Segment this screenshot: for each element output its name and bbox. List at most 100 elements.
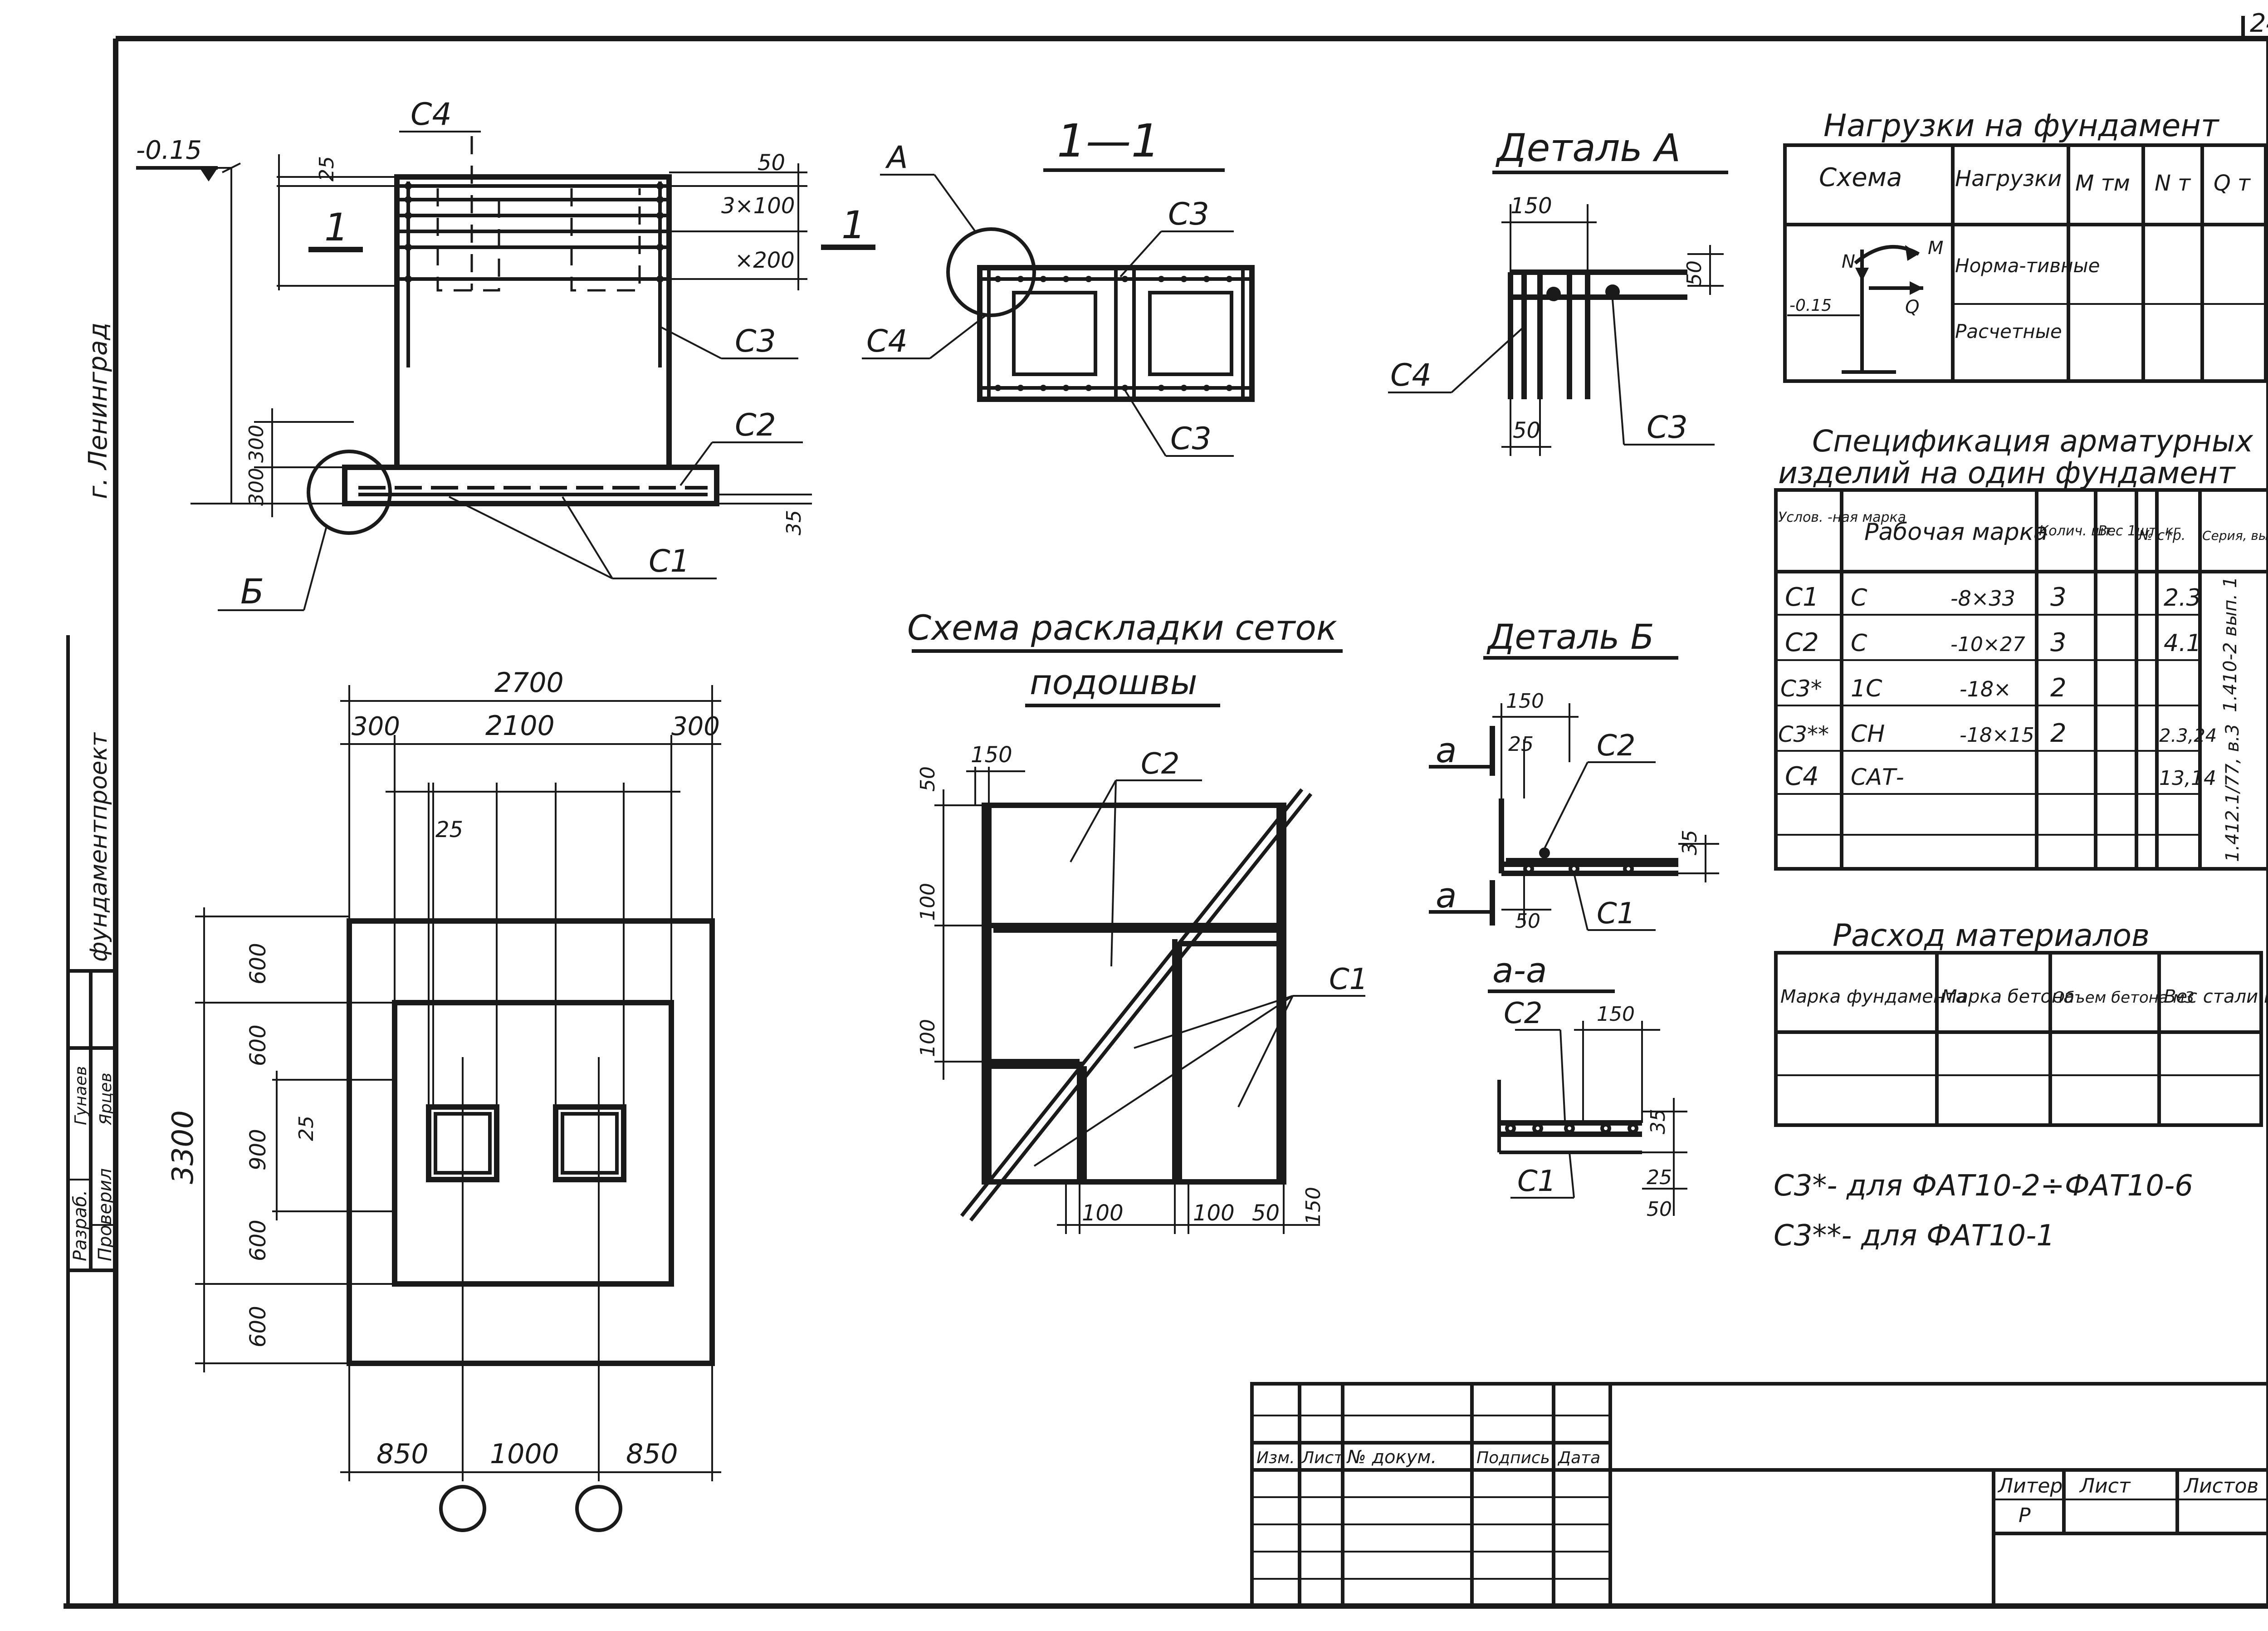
material-header-volume: Объем бетона м3 [2053,989,2195,1007]
detail-a-label-c4: С4 [1390,358,1432,393]
section-a-a-dim-35: 35 [1647,1109,1670,1134]
plan-dim-25-left: 25 [295,1116,318,1141]
spec-row-4-work: СН [1851,720,1885,748]
loads-table: Нагрузки на фундамент Схема Нагрузки М т… [1783,108,2268,383]
cut-label-right: 1 [841,203,865,247]
note-1: С3*- для ФАТ10-2÷ФАТ10-6 [1774,1169,2193,1203]
detail-b-label-c2: С2 [1597,729,1635,763]
label-b: Б [240,571,264,612]
loads-header-scheme: Схема [1819,163,1902,192]
spec-header-qty: Колич. шт. [2039,523,2116,539]
loads-scheme-elevation: -0.15 [1789,296,1832,315]
mesh-label-c2: С2 [1141,747,1179,781]
plan-dim-h2: 600 [245,1024,271,1066]
mesh-title-1: Схема раскладки сеток [907,607,1337,648]
material-header-concrete: Марка бетона [1941,986,2075,1007]
tb-litera: Литер [1997,1474,2063,1498]
loads-header-m: М тм [2075,171,2130,196]
spec-row-2-work: С [1851,630,1867,657]
loads-title: Нагрузки на фундамент [1823,108,2220,144]
plan-dim-2100: 2100 [485,710,555,742]
spec-row-2-qty: 3 [2050,628,2067,657]
mesh-title-2: подошвы [1030,662,1198,702]
detail-b-title: Деталь Б [1486,617,1654,657]
detail-a-title: Деталь А [1495,126,1681,170]
elevation-mark: -0.15 [136,136,202,165]
plan-dim-2700: 2700 [494,667,564,699]
rebar-dots-top [995,276,1232,391]
spec-header-mark: Услов. -ная марка [1778,509,1906,525]
spec-title-1: Спецификация арматурных [1812,424,2253,459]
spec-row-1-size: -8×33 [1950,586,2015,611]
detail-a: Деталь А 150 50 50 С4 С3 [1388,126,1728,456]
spec-row-5-mark: С4 [1785,762,1819,791]
section-a-a: а-а 150 35 25 50 С2 С1 [1488,950,1687,1221]
spec-header-weight: Вес 1шт. кг [2098,523,2180,539]
dim-25-top: 25 [315,156,338,181]
section-a-a-dim-50: 50 [1647,1198,1672,1221]
label-c2: С2 [735,407,776,443]
dim-3x100: 3×100 [721,193,795,219]
plan-dim-1000: 1000 [490,1438,559,1470]
org-label: фундаментпроект [85,732,112,962]
detail-a-dim-50-right: 50 [1683,260,1706,286]
section-a-a-label-c1: С1 [1517,1165,1556,1198]
mesh-label-c1: С1 [1329,963,1368,996]
spec-row-4-size: -18×15 [1960,724,2034,747]
detail-b: Деталь Б 150 25 35 50 С2 С1 а [1429,617,1719,933]
label-c4: С4 [866,323,908,359]
loads-scheme-q: Q [1905,297,1919,318]
detail-b-dim-150: 150 [1506,690,1544,713]
loads-header-q: Q т [2214,171,2251,196]
plan-dim-850-right: 850 [626,1438,678,1470]
label-c1: С1 [649,544,690,579]
loads-row-design: Расчетные [1955,320,2062,343]
spec-row-4-page: 2.3,24 [2159,725,2217,746]
spec-row-4-qty: 2 [2050,719,2067,748]
spec-row-1-page: 2.3 [2164,584,2201,612]
dim-300b: 300 [245,468,268,506]
section-a-a-label-c2: С2 [1504,997,1542,1030]
dim-35: 35 [782,510,806,535]
spec-header-series: Серия, выпуск [2202,528,2268,543]
spec-row-1-work: С [1851,584,1867,612]
detail-b-cut-a-bottom: а [1436,875,1457,916]
section-a-a-dim-25: 25 [1647,1166,1672,1189]
tb-header-date: Дата [1557,1449,1600,1467]
plan-dim-850-left: 850 [376,1438,429,1470]
section-1-1-title: 1—1 [1057,114,1160,167]
mesh-dim-b150: 150 [1302,1187,1325,1225]
cut-label-left: 1 [324,205,348,250]
dim-300a: 300 [245,425,268,463]
tb-header-izm: Изм. [1256,1449,1295,1467]
sheet-number: 24 [2250,9,2268,38]
note-2: С3**- для ФАТ10-1 [1774,1219,2055,1253]
mesh-dim-b100a: 100 [1082,1200,1124,1226]
loads-row-normative: Норма-тивные [1955,255,2100,277]
tb-header-sign: Подпись [1476,1449,1550,1467]
tb-header-list: Лист [1301,1449,1344,1467]
label-c3-bottom: С3 [1170,421,1212,457]
spec-row-4-mark: С3** [1778,722,1829,747]
loads-header-n: N т [2155,171,2191,196]
detail-b-cut-a-top: а [1436,730,1457,770]
mesh-dim-50: 50 [916,766,939,792]
mesh-dim-150: 150 [971,742,1012,768]
spec-row-2-mark: С2 [1785,628,1819,657]
detail-b-dim-35: 35 [1678,830,1701,855]
mesh-dim-100b: 100 [916,1019,939,1057]
sheet-frame: 24 [64,9,2268,1609]
plan-dim-3300: 3300 [166,1110,200,1184]
detail-a-dim-150: 150 [1510,193,1552,219]
tb-list: Лист [2079,1474,2131,1498]
section-a-a-dim-150: 150 [1597,1003,1635,1026]
detail-a-dim-50-bottom: 50 [1513,418,1540,443]
spec-series-1: 1.410-2 вып. 1 [2220,577,2241,712]
spec-series-2: 1.412.1/77, в.3 [2222,724,2243,862]
plan-dim-h1: 600 [245,943,271,984]
spec-row-5-page: 13,14 [2159,767,2216,790]
tb-listov: Листов [2183,1474,2258,1498]
loads-scheme-n: N [1842,251,1855,272]
